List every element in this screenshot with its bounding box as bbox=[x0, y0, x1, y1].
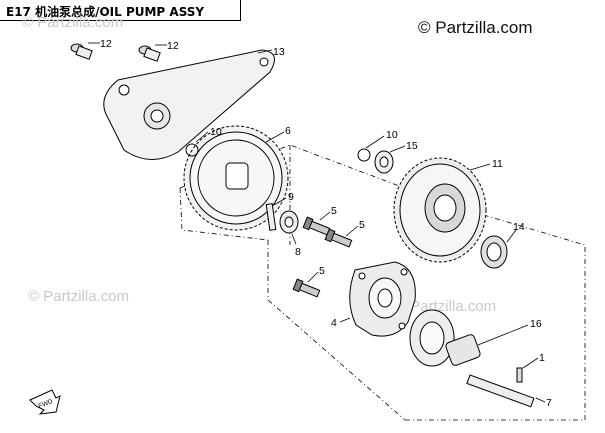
watermark-faint: © Partzilla.com bbox=[22, 14, 124, 31]
callout-10: 10 bbox=[210, 126, 222, 138]
callout-11: 11 bbox=[492, 158, 503, 170]
watermark-faint: © Partzilla.com bbox=[28, 288, 130, 305]
callout-14: 14 bbox=[513, 221, 525, 233]
part-12-bolts bbox=[70, 43, 161, 62]
callout-6: 6 bbox=[285, 125, 291, 137]
callout-1: 1 bbox=[539, 352, 545, 364]
diagram-title: E17 机油泵总成/OIL PUMP ASSY bbox=[6, 5, 205, 19]
part-1-pin bbox=[516, 367, 523, 383]
callout-5: 5 bbox=[331, 205, 337, 217]
callout-7: 7 bbox=[546, 397, 552, 409]
part-9-pin bbox=[265, 203, 277, 231]
part-6-gear bbox=[183, 125, 289, 231]
part-15-washer bbox=[374, 150, 394, 174]
callout-5: 5 bbox=[319, 265, 325, 277]
watermark-faint: © Partzilla.com bbox=[395, 298, 497, 315]
callout-10: 10 bbox=[386, 129, 398, 141]
callout-9: 9 bbox=[288, 191, 294, 203]
part-10-circlip-left bbox=[185, 143, 199, 157]
part-4-pump-body bbox=[349, 261, 416, 337]
callout-8: 8 bbox=[295, 246, 301, 258]
callout-13: 13 bbox=[273, 46, 285, 58]
pump-rotor bbox=[409, 309, 481, 367]
callout-labels: 12 12 13 10 6 10 15 11 9 5 8 5 14 5 4 16… bbox=[100, 38, 552, 409]
part-8-washer bbox=[279, 210, 299, 234]
assembly-outline bbox=[179, 144, 586, 421]
part-13-cover bbox=[103, 49, 275, 160]
callout-5: 5 bbox=[359, 219, 365, 231]
callout-15: 15 bbox=[406, 140, 418, 152]
part-14-bearing bbox=[480, 235, 508, 269]
callout-12: 12 bbox=[167, 40, 179, 52]
callout-12: 12 bbox=[100, 38, 112, 50]
fwd-arrow-icon: FWD bbox=[29, 389, 61, 415]
part-11-gear bbox=[393, 157, 487, 263]
callout-4: 4 bbox=[331, 317, 337, 329]
callout-16: 16 bbox=[530, 318, 542, 330]
part-5-bolts bbox=[292, 216, 353, 298]
part-7-shaft bbox=[466, 374, 535, 408]
leader-lines bbox=[88, 42, 546, 403]
part-10-circlip-right bbox=[357, 148, 371, 162]
title-box: E17 机油泵总成/OIL PUMP ASSY bbox=[0, 0, 241, 21]
watermark: © Partzilla.com bbox=[418, 18, 533, 37]
